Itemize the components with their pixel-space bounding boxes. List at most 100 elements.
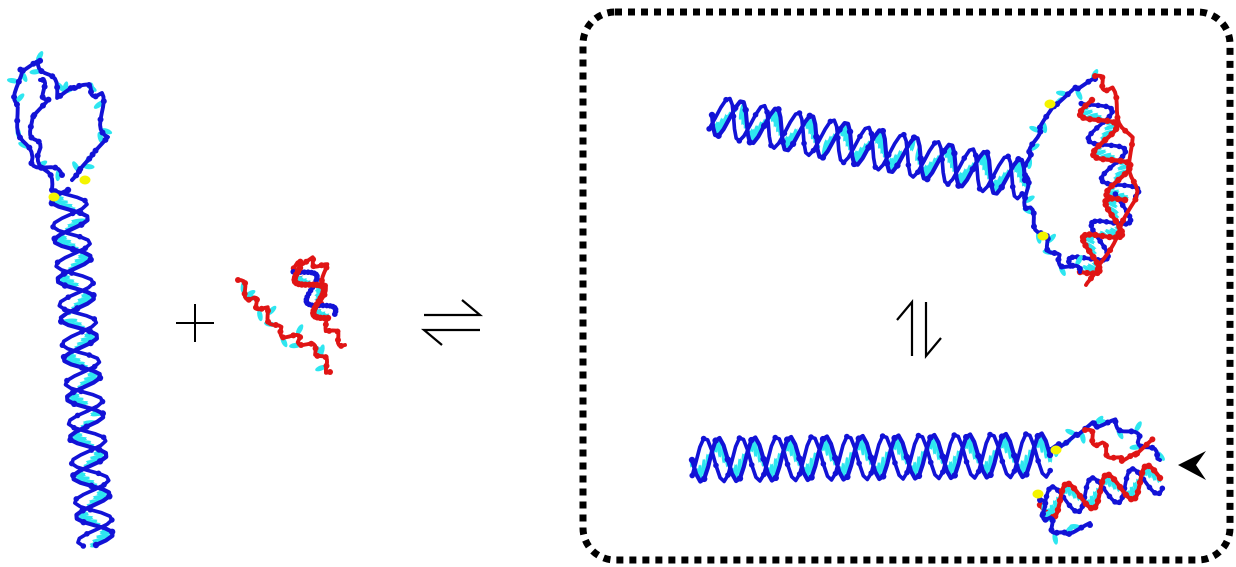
- nucleotide-bead: [58, 318, 65, 325]
- nucleotide-bead: [27, 123, 34, 130]
- nucleotide-bead: [784, 461, 791, 468]
- nucleotide-bead: [688, 456, 696, 464]
- nucleotide-bead: [264, 307, 271, 314]
- nucleotide-bead: [1030, 210, 1037, 217]
- base-pair: [825, 120, 832, 141]
- base-pair: [946, 167, 953, 186]
- nucleotide-bead: [1099, 74, 1106, 81]
- nucleotide-bead: [1136, 479, 1144, 486]
- nucleotide-bead: [772, 434, 779, 441]
- nucleotide-bead: [1112, 191, 1119, 197]
- nucleotide-bead: [1015, 156, 1022, 163]
- nucleotide-bead: [963, 433, 970, 441]
- base-pair: [790, 113, 797, 134]
- nucleotide-bead: [1022, 162, 1028, 168]
- nucleotide-bead: [1093, 154, 1100, 161]
- nucleotide-bead: [59, 172, 65, 178]
- nucleotide-bead: [73, 172, 80, 179]
- nucleotide-bead: [26, 144, 33, 151]
- nucleotide-bead: [1108, 142, 1115, 149]
- nucleotide-bead: [1092, 231, 1099, 239]
- nucleotide-bead: [1035, 458, 1041, 464]
- nucleotide-bead: [1090, 227, 1096, 233]
- nucleotide-bead: [1047, 467, 1054, 474]
- nucleotide-bead: [924, 175, 931, 183]
- nucleotide-bead: [1132, 196, 1139, 203]
- nucleotide-bead: [1108, 130, 1115, 138]
- nucleotide-bead: [1042, 500, 1049, 507]
- nucleotide-bead: [91, 316, 98, 322]
- nucleotide-bead: [265, 318, 272, 325]
- nucleotide-bead: [775, 106, 782, 113]
- base-pair: [999, 156, 1006, 177]
- nucleotide-bead: [748, 436, 755, 444]
- nucleotide-bead: [772, 474, 779, 482]
- nucleotide-bead: [1105, 471, 1113, 479]
- nucleotide-bead: [1044, 246, 1051, 253]
- toehold-marker: [1032, 489, 1044, 499]
- hairpin-structure: [6, 51, 116, 549]
- nucleotide-bead: [1104, 117, 1111, 125]
- base-pair: [981, 174, 988, 193]
- nucleotide-bead: [1082, 427, 1088, 433]
- nucleotide-bead: [57, 92, 64, 99]
- nucleotide-bead: [951, 150, 958, 157]
- nucleotide-bead: [69, 245, 76, 253]
- nucleotide-bead: [1103, 452, 1110, 459]
- nucleotide-bead: [836, 126, 843, 133]
- nucleotide-bead: [84, 531, 90, 537]
- nucleotide-bead: [1106, 493, 1113, 500]
- base-pair: [964, 149, 971, 170]
- nucleotide-bead: [1040, 510, 1047, 517]
- base-pair: [787, 131, 793, 152]
- nucleotide-bead: [801, 140, 807, 147]
- nucleotide-bead: [1108, 182, 1116, 190]
- nucleotide-bead: [915, 472, 923, 480]
- nucleotide-bead: [310, 256, 317, 263]
- nucleotide-bead: [1082, 242, 1089, 249]
- nucleotide-bead: [1115, 176, 1122, 184]
- nucleotide-bead: [1156, 474, 1164, 482]
- nucleotide-bead: [1138, 469, 1146, 477]
- nucleotide-bead: [1114, 114, 1121, 121]
- nucleotide-bead: [14, 117, 21, 124]
- nucleotide-bead: [1082, 102, 1089, 110]
- nucleotide-bead: [50, 224, 56, 230]
- nucleotide-bead: [108, 528, 116, 536]
- nucleotide-bead: [252, 304, 259, 311]
- nucleotide-bead: [77, 233, 83, 240]
- nucleotide-bead: [109, 517, 115, 523]
- nucleotide-bead: [963, 459, 970, 465]
- nucleotide-bead: [49, 73, 56, 80]
- nucleotide-bead: [99, 410, 106, 417]
- nucleotide-bead: [86, 155, 93, 162]
- nucleotide-bead: [736, 138, 743, 144]
- nucleotide-bead: [1121, 182, 1128, 189]
- nucleotide-bead: [1099, 178, 1106, 185]
- nucleotide-bead: [1088, 222, 1095, 229]
- nucleotide-bead: [1086, 138, 1093, 145]
- nucleotide-bead: [323, 264, 330, 271]
- nucleotide-bead: [272, 322, 279, 329]
- nucleotide-bead: [808, 434, 814, 440]
- nucleotide-bead: [297, 334, 304, 341]
- toehold-marker: [48, 192, 60, 202]
- nucleotide-bead: [38, 68, 45, 75]
- nucleotide-bead: [52, 164, 59, 171]
- nucleotide-bead: [748, 462, 755, 468]
- toehold-marker: [79, 175, 91, 185]
- nucleotide-bead: [334, 328, 341, 335]
- base-pair: [738, 124, 744, 142]
- nucleotide-bead: [1066, 530, 1073, 537]
- unpaired-base: [318, 344, 325, 357]
- unpaired-base: [257, 309, 263, 322]
- nucleotide-bead: [1083, 484, 1090, 491]
- nucleotide-bead: [59, 342, 66, 349]
- nucleotide-bead: [1022, 172, 1028, 178]
- nucleotide-bead: [1064, 91, 1071, 98]
- nucleotide-bead: [34, 152, 41, 159]
- nucleotide-bead: [64, 186, 72, 194]
- nucleotide-bead: [77, 209, 84, 217]
- nucleotide-bead: [1063, 439, 1070, 446]
- base-pair: [772, 131, 779, 150]
